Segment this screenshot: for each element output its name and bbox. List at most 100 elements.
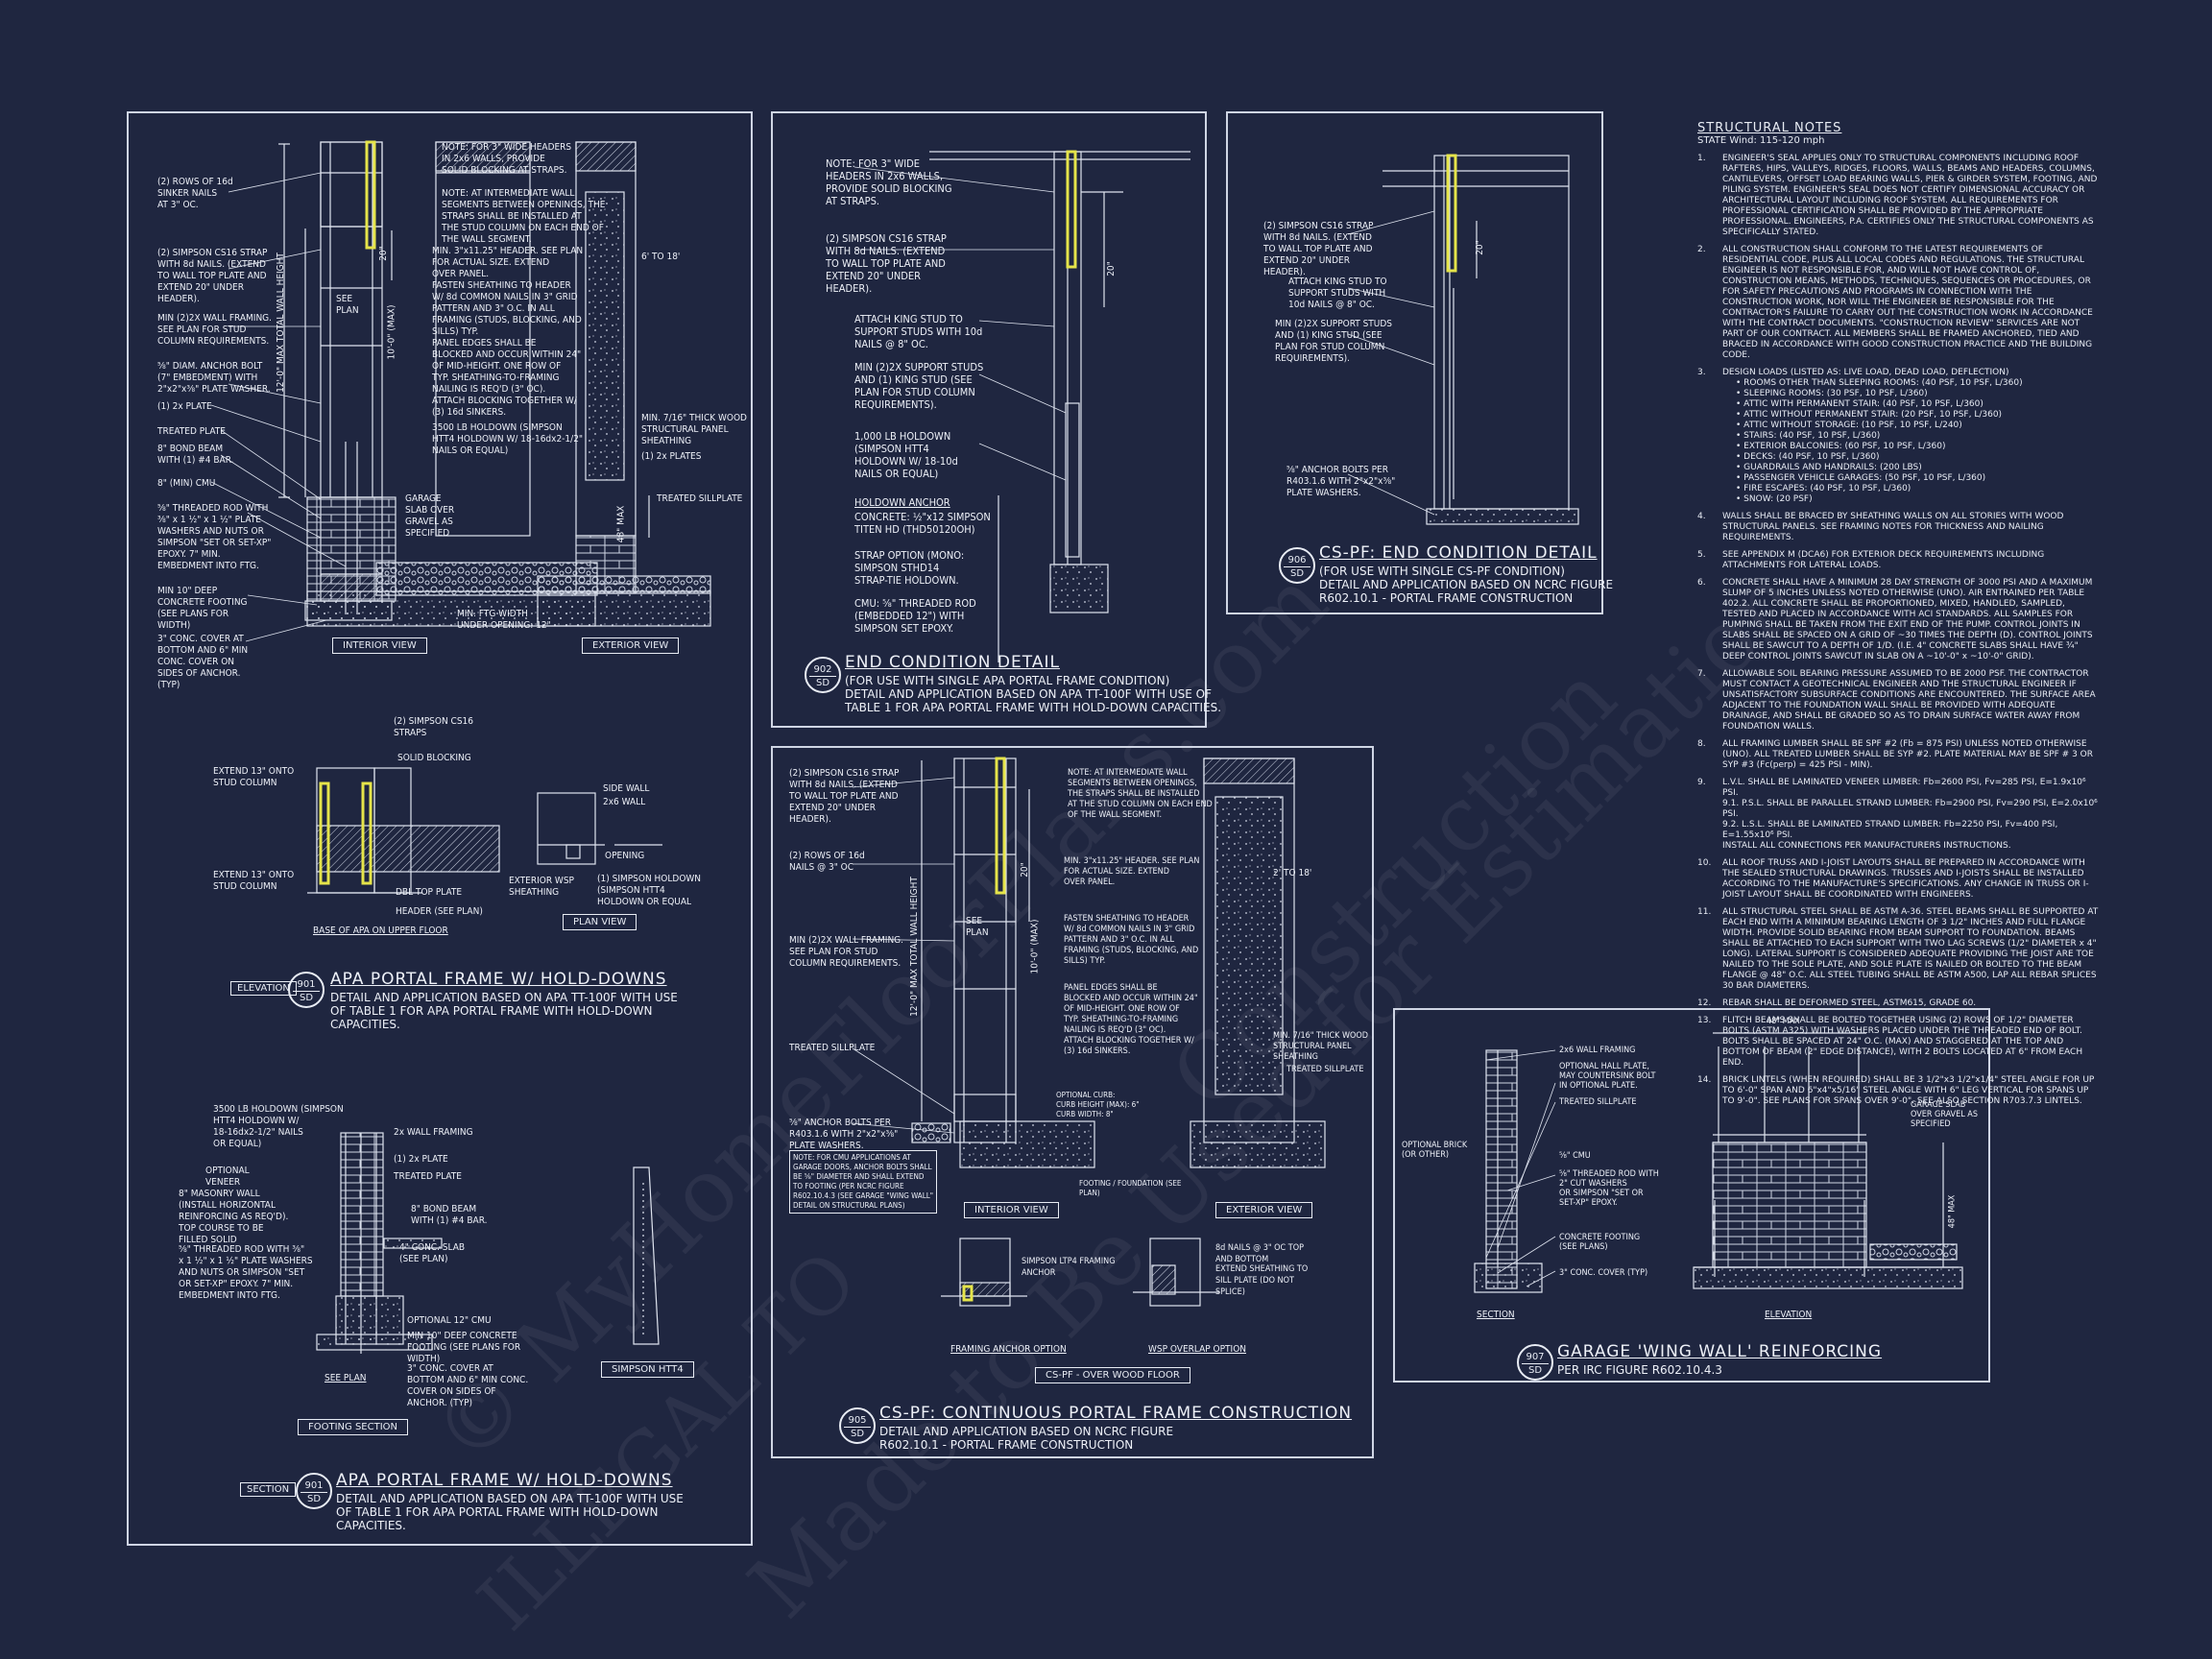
- panel-e-note-right-2: 48" MAX: [1947, 1194, 1958, 1229]
- panel-a-note-right-1: MIN. 7/16" THICK WOOD STRUCTURAL PANEL S…: [641, 413, 747, 446]
- structural-note-bullet: • STAIRS: (40 PSF, 10 PSF, L/360): [1736, 431, 1881, 441]
- panel-c-note-3: ⅝" ANCHOR BOLTS PER R403.1.6 WITH 2"x2"x…: [1286, 465, 1396, 498]
- panel-d-note-right-0: 2' TO 18': [1273, 868, 1312, 878]
- panel-a-mid-note-1: SOLID BLOCKING: [397, 753, 471, 763]
- panel-a-title2: APA PORTAL FRAME W/ HOLD-DOWNS: [336, 1471, 673, 1490]
- panel-d-dim-2: 20": [1019, 862, 1030, 878]
- structural-note: 10. ALL ROOF TRUSS AND I-JOIST LAYOUTS SH…: [1697, 858, 2101, 901]
- panel-e-note-left-1: OPTIONAL HALL PLATE, MAY COUNTERSINK BOL…: [1559, 1062, 1656, 1091]
- panel-a-dim-0: 12'-0" MAX TOTAL WALL HEIGHT: [275, 252, 286, 393]
- structural-note: 14.BRICK LINTELS (WHEN REQUIRED) SHALL B…: [1697, 1075, 2101, 1107]
- structural-note-bullet: • DECKS: (40 PSF, 10 PSF, L/360): [1736, 452, 1880, 462]
- panel-b-title: END CONDITION DETAIL: [845, 653, 1060, 672]
- panel-d-title-sub: DETAIL AND APPLICATION BASED ON NCRC FIG…: [879, 1425, 1174, 1452]
- panel-e-note-left-2: TREATED SILLPLATE: [1559, 1097, 1637, 1107]
- panel-a-foot-note-3: ⅝" THREADED ROD WITH ⅜" x 1 ½" x 1 ½" PL…: [179, 1244, 313, 1301]
- panel-e-note-left-0: 2x6 WALL FRAMING: [1559, 1046, 1636, 1055]
- panel-c-title: CS-PF: END CONDITION DETAIL: [1319, 543, 1598, 563]
- panel-c-title-sub: (FOR USE WITH SINGLE CS-PF CONDITION) DE…: [1319, 565, 1614, 605]
- structural-note-bullet: • ATTIC WITH PERMANENT STAIR: (40 PSF, 1…: [1736, 399, 1984, 409]
- panel-a-foot-caption-0: FOOTING SECTION: [298, 1419, 409, 1435]
- panel-b-note-1: (2) SIMPSON CS16 STRAP WITH 8d NAILS. (E…: [826, 232, 947, 295]
- panel-e-note-left-3: OPTIONAL BRICK (OR OTHER): [1402, 1141, 1468, 1160]
- panel-a-foot-note-10: MIN 10" DEEP CONCRETE FOOTING (SEE PLANS…: [407, 1331, 521, 1364]
- panel-apa-portal-frame: [127, 111, 753, 1546]
- panel-d-note-mid-0: NOTE: AT INTERMEDIATE WALL SEGMENTS BETW…: [1068, 768, 1213, 820]
- panel-a-mid-note-7: 2x6 WALL: [603, 797, 646, 807]
- panel-a-note-left-1: (2) SIMPSON CS16 STRAP WITH 8d NAILS. (E…: [157, 248, 268, 304]
- panel-a-note-mid-6: GARAGE SLAB OVER GRAVEL AS SPECIFIED: [405, 493, 455, 539]
- panel-b-dim: 20": [1105, 261, 1117, 276]
- structural-note: 4.WALLS SHALL BE BRACED BY SHEATHING WAL…: [1697, 512, 2101, 543]
- structural-note: 5.SEE APPENDIX M (DCA6) FOR EXTERIOR DEC…: [1697, 550, 2101, 571]
- structural-note: 3.DESIGN LOADS (LISTED AS: LIVE LOAD, DE…: [1697, 368, 2101, 505]
- panel-b-note-2: ATTACH KING STUD TO SUPPORT STUDS WITH 1…: [854, 313, 983, 350]
- structural-note-bullet: • SNOW: (20 PSF): [1736, 494, 1813, 504]
- structural-note-text: L.V.L. SHALL BE LAMINATED VENEER LUMBER:…: [1722, 778, 2098, 851]
- structural-note-text: REBAR SHALL BE DEFORMED STEEL, ASTM615, …: [1722, 998, 1977, 1008]
- panel-a-note-left-2: MIN (2)2X WALL FRAMING. SEE PLAN FOR STU…: [157, 313, 273, 347]
- structural-note-number: 10.: [1697, 858, 1712, 868]
- panel-a-note-left-10: 3" CONC. COVER AT BOTTOM AND 6" MIN CONC…: [157, 634, 249, 690]
- panel-e-note-left-6: CONCRETE FOOTING (SEE PLANS): [1559, 1233, 1641, 1252]
- panel-a-foot-note-1: OPTIONAL VENEER: [205, 1166, 250, 1188]
- panel-a-title1: APA PORTAL FRAME W/ HOLD-DOWNS: [330, 970, 667, 989]
- panel-e-note-right-1: GARAGE SLAB OVER GRAVEL AS SPECIFIED: [1911, 1100, 1978, 1129]
- panel-a-note-left-5: TREATED PLATE: [157, 426, 226, 437]
- structural-note-text: SEE APPENDIX M (DCA6) FOR EXTERIOR DECK …: [1722, 550, 2045, 570]
- panel-d-view-exterior: EXTERIOR VIEW: [1215, 1202, 1313, 1218]
- panel-a-dim-1: 10'-0" (MAX): [386, 304, 397, 360]
- structural-note: 9.L.V.L. SHALL BE LAMINATED VENEER LUMBE…: [1697, 778, 2101, 852]
- panel-e-note-right-0: 48" MAX: [1767, 1017, 1800, 1026]
- panel-cspf-continuous: [771, 746, 1374, 1458]
- panel-c-note-1: ATTACH KING STUD TO SUPPORT STUDS WITH 1…: [1288, 276, 1387, 310]
- structural-note-text: DESIGN LOADS (LISTED AS: LIVE LOAD, DEAD…: [1722, 368, 2009, 377]
- structural-note: 7.ALLOWABLE SOIL BEARING PRESSURE ASSUME…: [1697, 669, 2101, 733]
- panel-d-dim-0: 12'-0" MAX TOTAL WALL HEIGHT: [908, 877, 920, 1017]
- panel-d-title: CS-PF: CONTINUOUS PORTAL FRAME CONSTRUCT…: [879, 1404, 1353, 1423]
- structural-note-bullet: • SLEEPING ROOMS: (30 PSF, 10 PSF, L/360…: [1736, 389, 1928, 398]
- structural-notes-state: STATE Wind: 115-120 mph: [1697, 135, 1825, 146]
- panel-a-dim-2: 20": [377, 246, 389, 261]
- panel-d-note-left-4: ⅝" ANCHOR BOLTS PER R403.1.6 WITH 2"x2"x…: [789, 1118, 899, 1151]
- panel-a-note-right-4: 48" MAX: [615, 505, 627, 543]
- panel-a-note-left-6: 8" BOND BEAM WITH (1) #4 BAR.: [157, 444, 234, 466]
- panel-a-note-mid-3: FASTEN SHEATHING TO HEADER W/ 8d COMMON …: [432, 280, 582, 337]
- panel-d-note-left-3: TREATED SILLPLATE: [789, 1043, 876, 1053]
- panel-a-mid-note-4: DBL TOP PLATE: [396, 887, 463, 898]
- panel-a-foot-note-5: (1) 2x PLATE: [394, 1154, 448, 1165]
- panel-a-note-mid-1: NOTE: AT INTERMEDIATE WALL SEGMENTS BETW…: [442, 188, 606, 245]
- panel-d-note-mid-1: MIN. 3"x11.25" HEADER. SEE PLAN FOR ACTU…: [1064, 856, 1200, 887]
- structural-note-number: 2.: [1697, 245, 1706, 254]
- panel-e-note-left-5: ⅝" THREADED ROD WITH 2" CUT WASHERS OR S…: [1559, 1169, 1659, 1208]
- panel-b-note-6: CONCRETE: ½"x12 SIMPSON TITEN HD (THD501…: [854, 511, 991, 536]
- structural-note: 13.FLITCH BEAMS SHALL BE BOLTED TOGETHER…: [1697, 1016, 2101, 1069]
- structural-note-number: 13.: [1697, 1016, 1712, 1025]
- structural-note: 2.ALL CONSTRUCTION SHALL CONFORM TO THE …: [1697, 245, 2101, 361]
- structural-note-bullet: • ROOMS OTHER THAN SLEEPING ROOMS: (40 P…: [1736, 378, 2023, 388]
- panel-a-mid-note-9: EXTERIOR WSP SHEATHING: [509, 876, 574, 898]
- panel-e-title-sub: PER IRC FIGURE R602.10.4.3: [1557, 1363, 1722, 1377]
- panel-a-note-left-4: (1) 2x PLATE: [157, 401, 212, 412]
- panel-a-mid-caption-0: BASE OF APA ON UPPER FLOOR: [313, 926, 448, 936]
- structural-note-bullet: • FIRE ESCAPES: (40 PSF, 10 PSF, L/360): [1736, 484, 1911, 493]
- panel-a-foot-caption-1: SIMPSON HTT4: [601, 1361, 694, 1378]
- panel-e-note-left-4: ⅝" CMU: [1559, 1151, 1591, 1161]
- structural-note-number: 14.: [1697, 1075, 1712, 1085]
- panel-b-title-sub: (FOR USE WITH SINGLE APA PORTAL FRAME CO…: [845, 674, 1222, 714]
- structural-note-bullet: • EXTERIOR BALCONIES: (60 PSF, 10 PSF, L…: [1736, 442, 1946, 451]
- structural-note-text: ALL FRAMING LUMBER SHALL BE SPF #2 (Fb =…: [1722, 739, 2093, 770]
- structural-note: 12.REBAR SHALL BE DEFORMED STEEL, ASTM61…: [1697, 998, 2101, 1009]
- panel-a-note-mid-5: 3500 LB HOLDOWN (SIMPSON HTT4 HOLDOWN W/…: [432, 422, 584, 456]
- structural-note-text: ALL ROOF TRUSS AND I-JOIST LAYOUTS SHALL…: [1722, 858, 2089, 900]
- panel-a-note-left-9: MIN 10" DEEP CONCRETE FOOTING (SEE PLANS…: [157, 586, 248, 631]
- panel-d-lower-note-2: EXTEND SHEATHING TO SILL PLATE (DO NOT S…: [1215, 1264, 1309, 1297]
- panel-a-note-mid-2: MIN. 3"x11.25" HEADER. SEE PLAN FOR ACTU…: [432, 246, 584, 279]
- panel-a-note-left-7: 8" (MIN) CMU: [157, 478, 216, 489]
- panel-a-dim-3: SEE PLAN: [336, 294, 359, 316]
- panel-d-note-left-2: MIN (2)2X WALL FRAMING. SEE PLAN FOR STU…: [789, 935, 904, 969]
- panel-a-mid-note-3: EXTEND 13" ONTO STUD COLUMN: [213, 870, 295, 892]
